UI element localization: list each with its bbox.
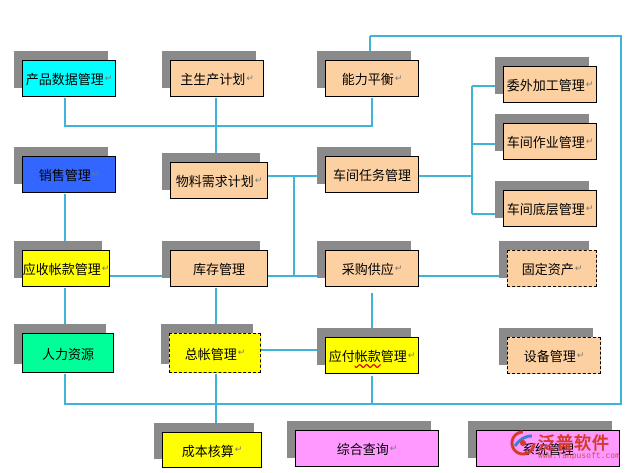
node-box: 主生产计划↵ bbox=[170, 60, 264, 97]
node-box: 车间作业管理↵ bbox=[503, 123, 597, 160]
node-mrp: 物料需求计划↵ bbox=[162, 153, 268, 199]
node-label: 应付帐款管理 bbox=[328, 350, 407, 365]
node-box: 车间任务管理 bbox=[325, 156, 419, 193]
node-inventory: 库存管理 bbox=[162, 241, 268, 287]
node-label: 系统管理 bbox=[521, 443, 574, 458]
paragraph-mark-icon: ↵ bbox=[104, 73, 113, 84]
node-box: 委外加工管理↵ bbox=[503, 66, 597, 103]
watermark-logo: 泛普软件 www.fanpusoft.com bbox=[508, 428, 626, 468]
logo-icon bbox=[510, 430, 536, 456]
node-label: 产品数据管理 bbox=[25, 73, 104, 88]
node-label: 应收帐款管理 bbox=[22, 263, 101, 278]
node-box: 总帐管理↵ bbox=[169, 333, 261, 373]
node-fixed-assets: 固定资产↵ bbox=[499, 241, 597, 287]
node-box: 综合查询↵ bbox=[295, 430, 439, 467]
node-sales: 销售管理↵ bbox=[14, 147, 116, 193]
node-product-data: 产品数据管理↵ bbox=[14, 51, 116, 97]
node-label: 销售管理 bbox=[38, 169, 91, 184]
node-box: 成本核算↵ bbox=[162, 432, 262, 468]
node-human-resources: 人力资源 bbox=[14, 324, 114, 373]
node-box: 车间底层管理↵ bbox=[503, 190, 597, 227]
node-workshop-operation: 车间作业管理↵ bbox=[495, 114, 597, 160]
paragraph-mark-icon: ↵ bbox=[237, 348, 246, 358]
node-label: 能力平衡 bbox=[341, 73, 394, 88]
node-purchasing: 采购供应↵ bbox=[317, 241, 419, 287]
node-label: 采购供应 bbox=[341, 263, 394, 278]
node-equipment: 设备管理↵ bbox=[499, 328, 601, 374]
node-box: 固定资产↵ bbox=[507, 250, 597, 287]
node-box: 库存管理 bbox=[170, 250, 268, 287]
node-label: 车间任务管理 bbox=[332, 169, 411, 184]
node-box: 设备管理↵ bbox=[507, 337, 601, 374]
node-label: 人力资源 bbox=[41, 347, 94, 363]
node-master-plan: 主生产计划↵ bbox=[162, 51, 264, 97]
connector-line bbox=[64, 98, 373, 127]
paragraph-mark-icon: ↵ bbox=[246, 73, 254, 84]
paragraph-mark-icon: ↵ bbox=[574, 263, 583, 274]
node-box: 应付帐款管理↵ bbox=[325, 337, 419, 374]
node-workshop-floor: 车间底层管理↵ bbox=[495, 181, 597, 227]
paragraph-mark-icon: ↵ bbox=[394, 263, 403, 274]
paragraph-mark-icon: ↵ bbox=[394, 73, 403, 84]
logo-url: www.fanpusoft.com bbox=[538, 451, 620, 460]
node-label: 总帐管理 bbox=[184, 347, 237, 363]
node-general-ledger: 总帐管理↵ bbox=[161, 324, 261, 373]
paragraph-mark-icon: ↵ bbox=[585, 136, 594, 147]
node-box: 系统管理 bbox=[476, 430, 620, 467]
connector-line bbox=[64, 35, 622, 405]
node-box: 产品数据管理↵ bbox=[22, 60, 116, 97]
node-label: 综合查询 bbox=[336, 443, 389, 458]
node-label: 设备管理 bbox=[523, 350, 576, 365]
node-workshop-task: 车间任务管理 bbox=[317, 147, 419, 193]
node-capacity-balance: 能力平衡↵ bbox=[317, 51, 419, 97]
node-receivables: 应收帐款管理↵ bbox=[14, 241, 110, 287]
node-box: 应收帐款管理↵ bbox=[22, 250, 110, 287]
node-box: 能力平衡↵ bbox=[325, 60, 419, 97]
logo-text: 泛普软件 bbox=[538, 434, 610, 454]
paragraph-mark-icon: ↵ bbox=[254, 175, 263, 186]
node-integrated-query: 综合查询↵ bbox=[287, 421, 439, 467]
node-label: 物料需求计划 bbox=[175, 175, 254, 190]
paragraph-mark-icon: ↵ bbox=[585, 79, 594, 90]
node-label: 车间底层管理 bbox=[506, 203, 585, 218]
paragraph-mark-icon: ↵ bbox=[101, 263, 110, 274]
paragraph-mark-icon: ↵ bbox=[91, 169, 100, 180]
paragraph-mark-icon: ↵ bbox=[576, 350, 585, 361]
node-label: 车间作业管理 bbox=[506, 136, 585, 151]
paragraph-mark-icon: ↵ bbox=[234, 445, 243, 455]
node-label: 委外加工管理 bbox=[506, 79, 585, 94]
node-system-management: 系统管理 bbox=[468, 421, 620, 467]
paragraph-mark-icon: ↵ bbox=[389, 443, 398, 454]
node-cost-accounting: 成本核算↵ bbox=[154, 423, 262, 468]
node-box: 采购供应↵ bbox=[325, 250, 419, 287]
paragraph-mark-icon: ↵ bbox=[585, 203, 594, 214]
node-label: 主生产计划 bbox=[180, 73, 246, 88]
node-label: 库存管理 bbox=[192, 263, 245, 278]
node-box: 物料需求计划↵ bbox=[170, 162, 268, 199]
paragraph-mark-icon: ↵ bbox=[407, 350, 416, 361]
node-label: 固定资产 bbox=[521, 263, 574, 278]
node-payables: 应付帐款管理↵ bbox=[317, 328, 419, 374]
node-label: 成本核算 bbox=[181, 444, 234, 460]
node-box: 销售管理↵ bbox=[22, 156, 116, 193]
node-box: 人力资源 bbox=[22, 333, 114, 373]
node-outsourcing: 委外加工管理↵ bbox=[495, 57, 597, 103]
